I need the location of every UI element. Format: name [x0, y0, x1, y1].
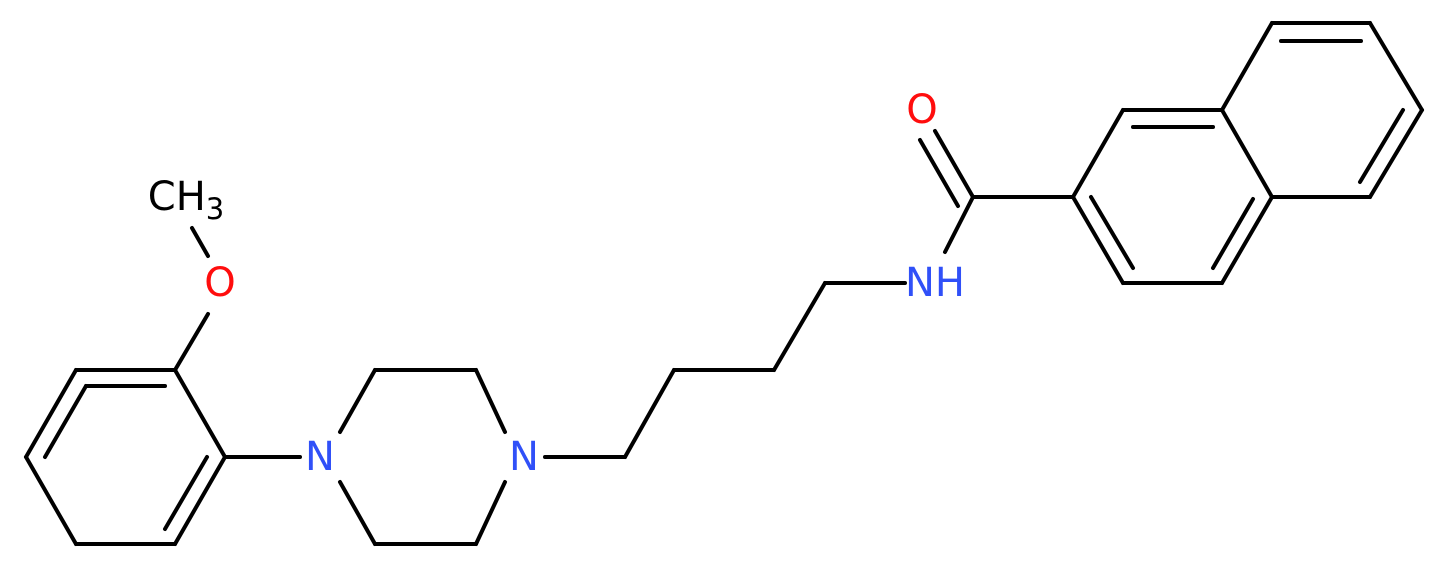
bond	[918, 138, 960, 208]
piperazine-nitrogen-left-label: N	[305, 434, 335, 480]
bond	[1358, 108, 1405, 184]
methoxyphenyl-ring	[24, 226, 302, 546]
bond	[474, 368, 507, 434]
bond	[24, 368, 78, 459]
bond	[1220, 195, 1274, 285]
bond	[1089, 195, 1135, 270]
bond	[173, 312, 210, 372]
bond	[338, 368, 377, 434]
bond	[474, 480, 507, 546]
butyl-linker	[543, 281, 827, 459]
bond	[1071, 195, 1125, 285]
oxygen-carbonyl-label: O	[906, 87, 937, 133]
piperazine-ring	[338, 368, 507, 546]
bond	[623, 368, 676, 459]
bond	[933, 129, 975, 199]
bond	[24, 455, 78, 546]
methyl-subscript: 3	[206, 192, 224, 226]
bond	[163, 455, 209, 531]
methyl-group-label: CH3	[148, 174, 224, 226]
bond	[1220, 21, 1274, 112]
bond	[190, 226, 210, 258]
amide-group	[823, 129, 1075, 285]
amide-nh-label: NH	[905, 260, 965, 306]
bond	[1368, 108, 1424, 199]
bond	[43, 384, 88, 459]
bond	[173, 368, 227, 459]
bond	[338, 480, 377, 546]
piperazine-nitrogen-right-label: N	[509, 434, 539, 480]
bond	[1071, 108, 1125, 199]
oxygen-methoxy-label: O	[204, 260, 235, 306]
methyl-ch-text: CH	[148, 174, 206, 220]
bond	[772, 281, 827, 372]
bond	[1220, 108, 1274, 199]
bond	[173, 455, 227, 546]
bond	[1211, 197, 1255, 270]
bond	[1368, 21, 1424, 112]
naphthalene-rings	[1071, 21, 1424, 285]
bond	[943, 195, 975, 254]
